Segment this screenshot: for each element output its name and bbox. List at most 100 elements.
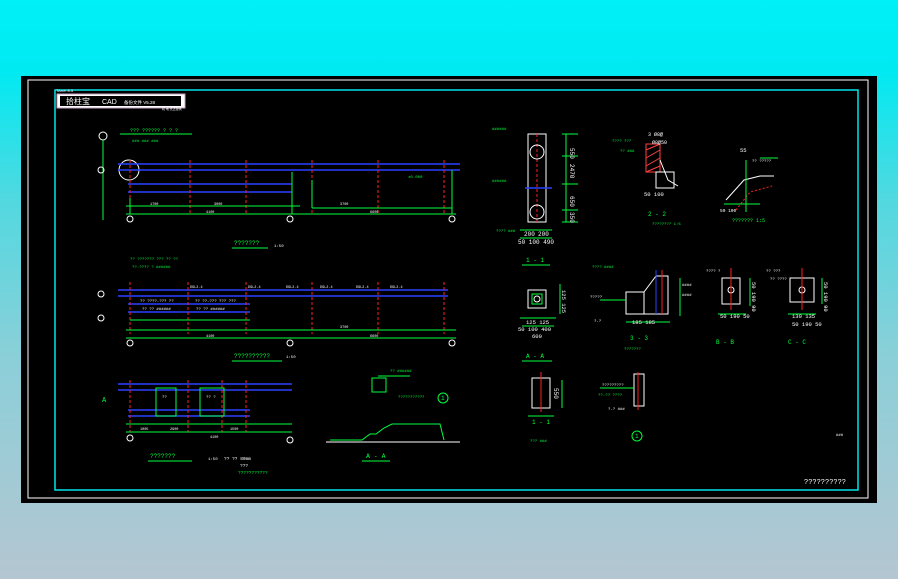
detail-1-1-small[interactable]: 550 1 - 1 ??? ### (528, 372, 563, 444)
detail-1-1[interactable]: 550 2470 650 350 200 200 50 100 490 ####… (492, 128, 578, 266)
inner-frame (54, 89, 859, 491)
svg-text:1: 1 (441, 395, 445, 402)
svg-text:125 125: 125 125 (526, 319, 549, 326)
svg-text:1 - 1: 1 - 1 (526, 257, 544, 264)
svg-text:2470: 2470 (568, 164, 575, 179)
svg-text:?????: ????? (590, 296, 603, 300)
svg-text:DGL2.4: DGL2.4 (390, 286, 403, 290)
svg-text:??? ###: ??? ### (530, 440, 547, 444)
svg-text:2900: 2900 (170, 428, 178, 432)
drawing-title: ?????????? (804, 479, 846, 487)
svg-text:?? ?: ?? ? (206, 396, 216, 400)
svg-text:?? ?????: ?? ????? (752, 160, 772, 164)
svg-text:?? ????: ?? ???? (770, 278, 787, 282)
svg-text:???????: ??????? (624, 348, 641, 352)
elevation-3[interactable]: ?? ?? ? 1005 2900 1500 4100 A ??????? 1:… (102, 380, 294, 476)
section-aa-stair[interactable]: ?? ###### ??????????? 1 A - A (326, 370, 460, 462)
elev1-caption: ??????? (234, 240, 260, 247)
svg-text:??-?? ????: ??-?? ???? (598, 394, 623, 398)
svg-text:?? ######: ?? ###### (390, 370, 412, 374)
svg-text:55: 55 (740, 147, 747, 154)
elev2-caption: ?????????? (234, 353, 270, 360)
svg-text:3700: 3700 (340, 326, 348, 330)
svg-text:550: 550 (568, 148, 575, 159)
svg-text:3700: 3700 (340, 203, 348, 207)
svg-text:???? ###: ???? ### (496, 230, 516, 234)
svg-text:?? ###: ?? ### (620, 150, 635, 154)
svg-text:50 100 490: 50 100 490 (518, 239, 554, 246)
detail-a-a[interactable]: 125 125 50 100 400 600 125 125 A - A (518, 284, 567, 362)
svg-text:A - A: A - A (526, 353, 544, 360)
outer-frame (27, 79, 869, 499)
svg-text:??-???? ? ######: ??-???? ? ###### (132, 266, 171, 270)
svg-text:350: 350 (568, 212, 575, 223)
svg-text:?? ?? ######: ?? ?? ###### (196, 308, 225, 312)
svg-text:3 - 3: 3 - 3 (630, 335, 648, 342)
elev3-caption: ??????? (150, 453, 176, 460)
brand-sub: CAD (102, 99, 117, 106)
svg-text:??? ?????? ? ? ?: ??? ?????? ? ? ? (130, 128, 178, 134)
svg-text:?? ?? 80mm: ?? ?? 80mm (224, 456, 251, 462)
svg-text:1700: 1700 (150, 203, 158, 207)
svg-text:1:50: 1:50 (286, 356, 296, 360)
svg-text:######: ###### (492, 128, 507, 132)
svg-text:?? ????-??? ??: ?? ????-??? ?? (140, 300, 174, 304)
svg-text:650: 650 (568, 196, 575, 207)
svg-text:######: ###### (492, 180, 507, 184)
detail-node-top-right[interactable]: 55 ?? ????? 50 100 ??????? 1:5 (720, 147, 778, 224)
section-aa-caption: A - A (366, 453, 386, 460)
svg-text:185 185: 185 185 (632, 319, 655, 326)
svg-text:?-?: ?-? (594, 320, 602, 324)
svg-text:???? ?: ???? ? (706, 270, 721, 274)
detail-3-3[interactable]: ???? #### ????? ?-? 185 185 #### #### 3 … (590, 266, 692, 352)
svg-text:C - C: C - C (788, 339, 806, 346)
svg-text:600: 600 (532, 333, 542, 340)
svg-text:DGL2.4: DGL2.4 (356, 286, 369, 290)
svg-text:3 Ø8@: 3 Ø8@ (648, 131, 663, 138)
svg-text:???????? 1:5: ???????? 1:5 (652, 223, 681, 227)
page-mark: ### (836, 434, 844, 438)
svg-text:1500: 1500 (230, 428, 238, 432)
detail-c-c[interactable]: ?? ??? ?? ???? 130 135 50 190 50 50 190 … (766, 268, 829, 346)
svg-text:50 190 50: 50 190 50 (720, 313, 750, 320)
svg-text:?? ?? ######: ?? ?? ###### (142, 308, 171, 312)
svg-text:3000: 3000 (214, 203, 222, 207)
elevation-1[interactable]: ??? ?????? ? ? ? ### ### ### ±0.000 1700… (97, 128, 460, 249)
svg-text:50 190 90: 50 190 90 (822, 282, 829, 312)
svg-text:DGL2.4: DGL2.4 (320, 286, 333, 290)
svg-text:A: A (102, 397, 107, 405)
svg-text:1 - 1: 1 - 1 (532, 419, 550, 426)
svg-text:???? ???: ???? ??? (612, 140, 632, 144)
svg-text:?? ??-??? ??? ???: ?? ??-??? ??? ??? (195, 300, 236, 304)
detail-2-2[interactable]: ???? ??? ?? ### 3 Ø8@ Ø8@50 50 100 2 - 2… (612, 131, 681, 227)
svg-text:1:50: 1:50 (274, 245, 284, 249)
svg-text:50 100: 50 100 (720, 208, 737, 214)
svg-text:??: ?? (162, 396, 167, 400)
svg-text:???????????: ??????????? (398, 396, 425, 400)
detail-b-b[interactable]: ???? ? 50 190 50 50 190 90 B - B (706, 268, 757, 346)
svg-text:6600: 6600 (370, 211, 378, 215)
svg-text:DGL2.4: DGL2.4 (190, 286, 203, 290)
svg-text:50 100: 50 100 (644, 191, 664, 198)
svg-text:200: 200 (524, 231, 535, 238)
title-block[interactable]: TArch 8.5 拾柱宝 CAD 备份文件 V5.28 机 电 天正建筑 (56, 88, 186, 111)
svg-text:4100: 4100 (210, 436, 218, 440)
detail-node-bottom[interactable]: ????????? ??-?? ???? ?-? ### 1 (598, 372, 645, 442)
svg-text:??????? 1:5: ??????? 1:5 (732, 218, 765, 224)
svg-text:1: 1 (635, 433, 639, 440)
svg-text:200: 200 (538, 231, 549, 238)
svg-text:50 190 90: 50 190 90 (750, 282, 757, 312)
brand-info: 备份文件 V5.28 (124, 99, 156, 106)
svg-text:125 125: 125 125 (560, 290, 567, 313)
svg-text:130 135: 130 135 (792, 313, 815, 320)
svg-text:±0.000: ±0.000 (408, 176, 423, 180)
svg-text:DGL2.4: DGL2.4 (286, 286, 299, 290)
svg-text:???? ####: ???? #### (592, 266, 614, 270)
svg-text:?? ???: ?? ??? (766, 270, 781, 274)
svg-text:Ø8@50: Ø8@50 (652, 139, 667, 146)
svg-text:1005: 1005 (140, 428, 148, 432)
svg-text:?????????: ????????? (602, 384, 624, 388)
elevation-2[interactable]: ?? ??????? ??? ?? ?? ??-???? ? ###### DG… (97, 258, 456, 362)
svg-text:?? ??????? ??? ?? ??: ?? ??????? ??? ?? ?? (130, 258, 179, 262)
